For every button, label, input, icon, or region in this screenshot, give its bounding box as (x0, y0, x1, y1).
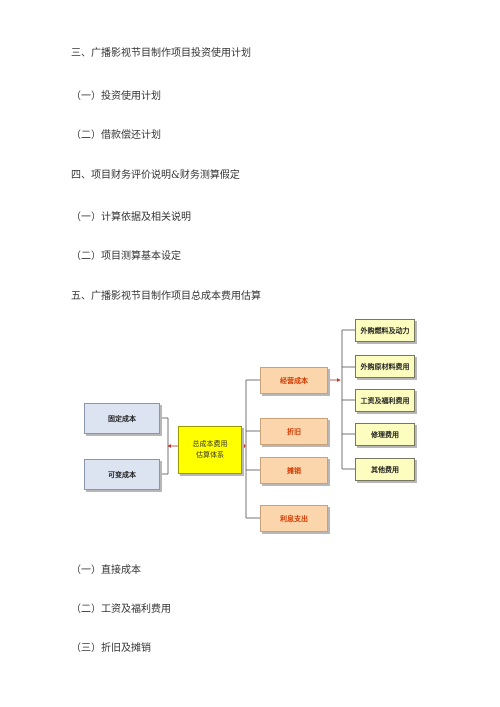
other-cost-box: 其他费用 (355, 458, 415, 481)
subsection-calc-basis: （一）计算依据及相关说明 (71, 212, 191, 223)
operating-cost-box: 经营成本 (260, 367, 328, 394)
raw-materials-box: 外购原材料费用 (355, 355, 415, 378)
repair-cost-box: 修理费用 (355, 423, 415, 446)
subsection-loan-repayment: （二）借款偿还计划 (71, 130, 161, 141)
total-cost-system-box: 总成本费用 估算体系 (178, 426, 242, 474)
subsection-wages-welfare: （二）工资及福利费用 (71, 604, 171, 615)
section-heading-4: 四、项目财务评价说明&财务测算假定 (71, 170, 240, 181)
center-box-line2: 估算体系 (196, 451, 224, 459)
subsection-investment-plan: （一）投资使用计划 (71, 91, 161, 102)
subsection-direct-cost: （一）直接成本 (71, 565, 141, 576)
section-heading-5: 五、广播影视节目制作项目总成本费用估算 (71, 291, 261, 302)
fuel-power-box: 外购燃料及动力 (355, 319, 415, 342)
section-heading-3: 三、广播影视节目制作项目投资使用计划 (71, 48, 251, 59)
interest-expense-box: 利息支出 (260, 505, 328, 532)
fixed-cost-box: 固定成本 (84, 403, 160, 434)
subsection-basic-settings: （二）项目测算基本设定 (71, 251, 181, 262)
variable-cost-box: 可变成本 (84, 459, 160, 490)
depreciation-box: 折旧 (260, 418, 328, 445)
wages-welfare-box: 工资及福利费用 (355, 389, 415, 412)
subsection-depreciation-amortization: （三）折旧及摊销 (71, 643, 151, 654)
center-box-line1: 总成本费用 (192, 440, 228, 448)
amortization-box: 摊销 (260, 457, 328, 484)
